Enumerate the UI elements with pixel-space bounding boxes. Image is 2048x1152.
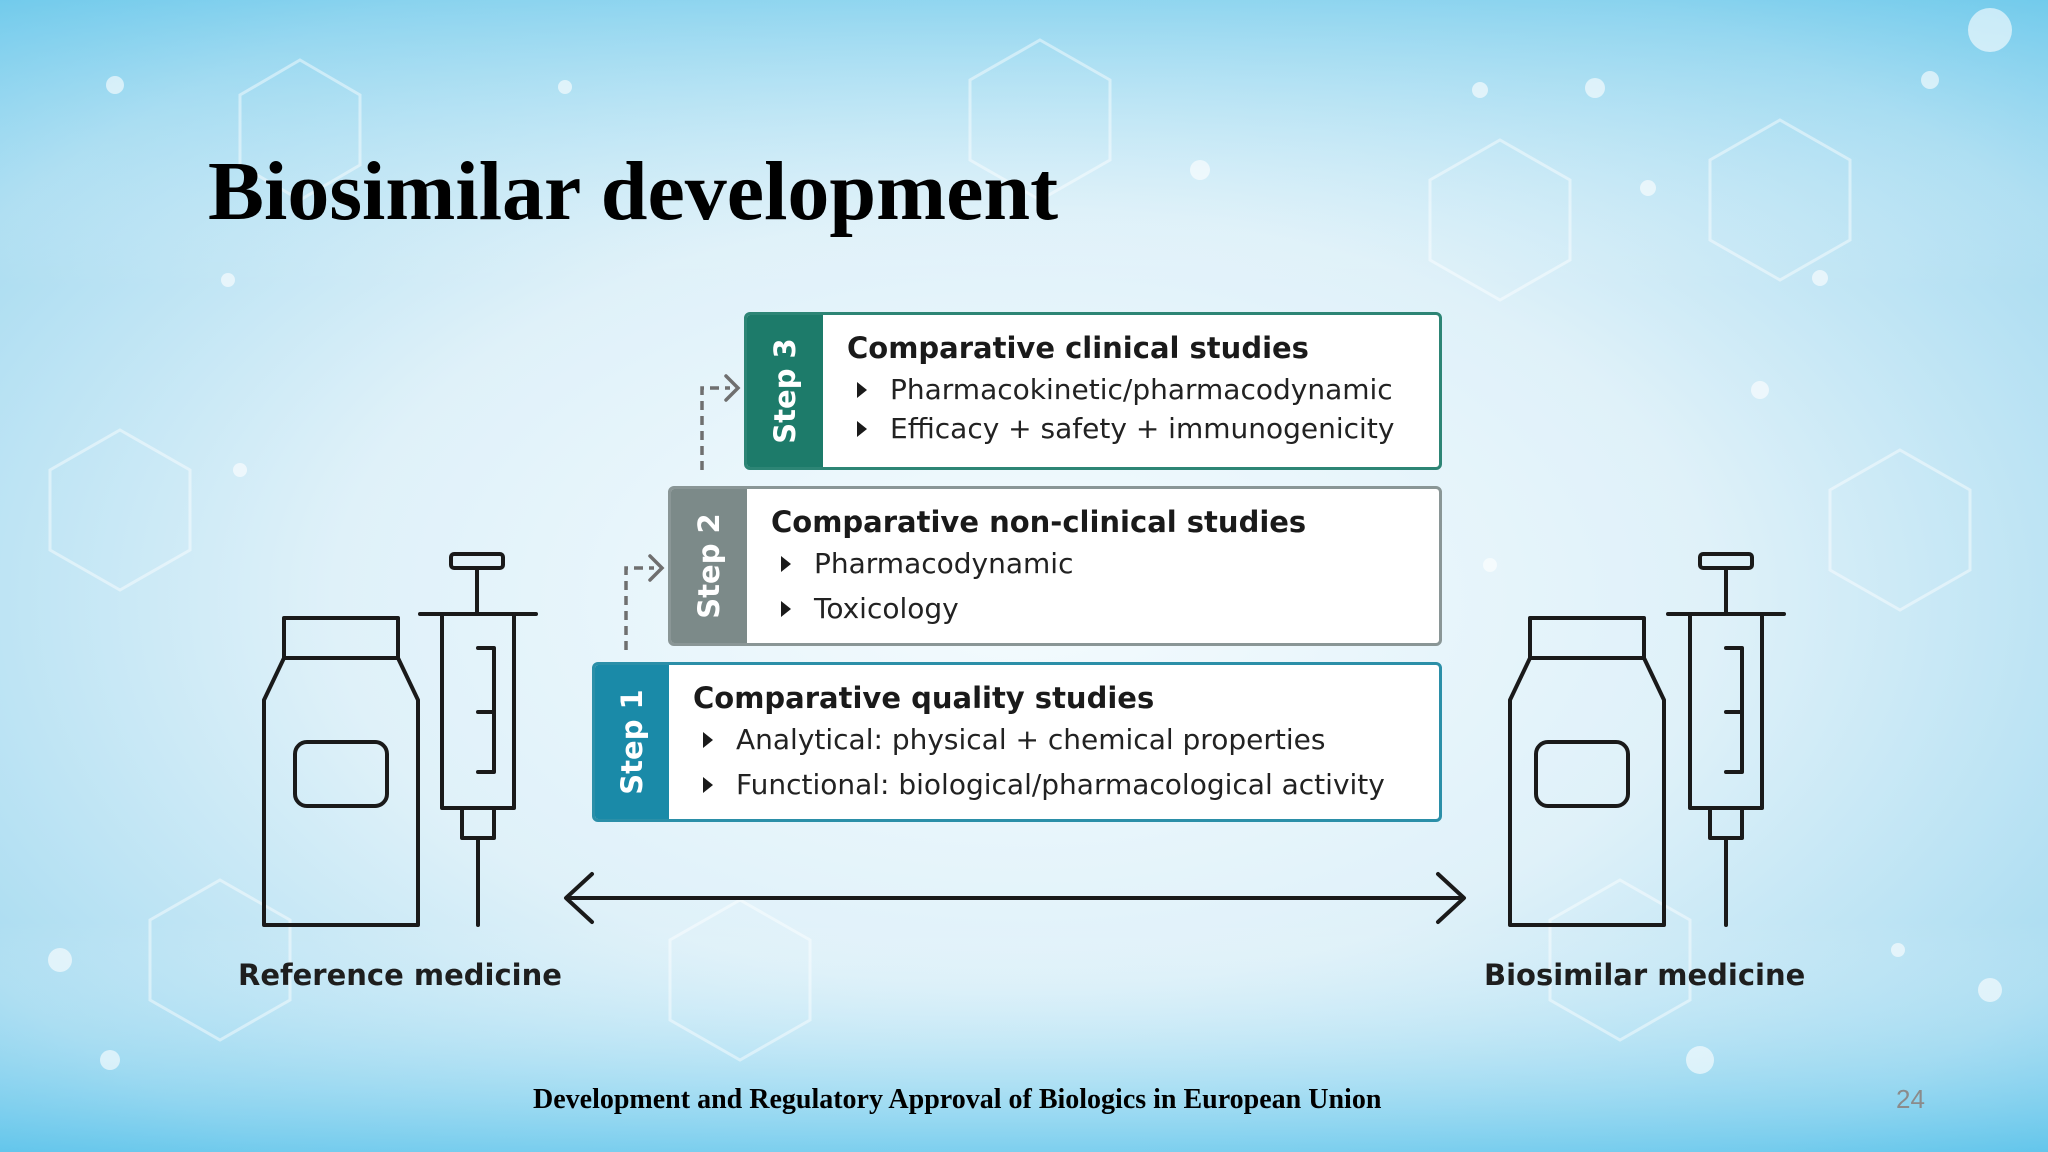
step-1-heading: Comparative quality studies — [693, 681, 1155, 715]
bullet-text: Pharmacodynamic — [814, 547, 1074, 580]
step-2-tab: Step 2 — [671, 489, 747, 643]
step-1-label: Step 1 — [615, 689, 649, 795]
list-item: Pharmacokinetic/pharmacodynamic — [847, 367, 1394, 412]
syringe-icon — [1666, 552, 1786, 927]
bullet-arrow-icon — [857, 421, 867, 437]
bullet-text: Efficacy + safety + immunogenicity — [890, 412, 1395, 445]
step-2-heading: Comparative non-clinical studies — [771, 505, 1307, 539]
slide-title: Biosimilar development — [208, 145, 1059, 238]
list-item: Efficacy + safety + immunogenicity — [847, 412, 1394, 446]
biosimilar-medicine-label: Biosimilar medicine — [1484, 958, 1806, 992]
bullet-arrow-icon — [781, 555, 791, 572]
dashed-step-arrow-icon — [700, 386, 730, 470]
vial-icon — [262, 616, 420, 927]
step-2-label: Step 2 — [692, 513, 726, 619]
step-2-box: Step 2 Comparative non-clinical studies … — [668, 486, 1442, 646]
list-item: Pharmacodynamic — [771, 541, 1306, 586]
double-arrow-icon — [564, 872, 1466, 924]
step-3-label: Step 3 — [768, 338, 802, 444]
reference-medicine-label: Reference medicine — [238, 958, 562, 992]
list-item: Analytical: physical + chemical properti… — [693, 717, 1385, 762]
step-3-tab: Step 3 — [747, 315, 823, 467]
bullet-arrow-icon — [857, 381, 867, 398]
bullet-text: Pharmacokinetic/pharmacodynamic — [890, 373, 1393, 406]
step-1-tab: Step 1 — [595, 665, 669, 819]
vial-icon — [1508, 616, 1666, 927]
bullet-text: Analytical: physical + chemical properti… — [736, 723, 1326, 756]
bullet-arrow-icon — [703, 731, 713, 748]
bullet-arrow-icon — [703, 776, 713, 793]
list-item: Toxicology — [771, 586, 1306, 631]
page-number: 24 — [1896, 1084, 1925, 1114]
syringe-icon — [418, 552, 538, 927]
dashed-step-arrow-icon — [624, 566, 654, 650]
bullet-arrow-icon — [781, 600, 791, 617]
step-1-box: Step 1 Comparative quality studies Analy… — [592, 662, 1442, 822]
bullet-text: Toxicology — [814, 592, 959, 625]
bullet-text: Functional: biological/pharmacological a… — [736, 768, 1385, 801]
slide-footer: Development and Regulatory Approval of B… — [533, 1084, 1382, 1115]
step-3-box: Step 3 Comparative clinical studies Phar… — [744, 312, 1442, 470]
list-item: Functional: biological/pharmacological a… — [693, 762, 1385, 807]
step-3-heading: Comparative clinical studies — [847, 331, 1309, 365]
